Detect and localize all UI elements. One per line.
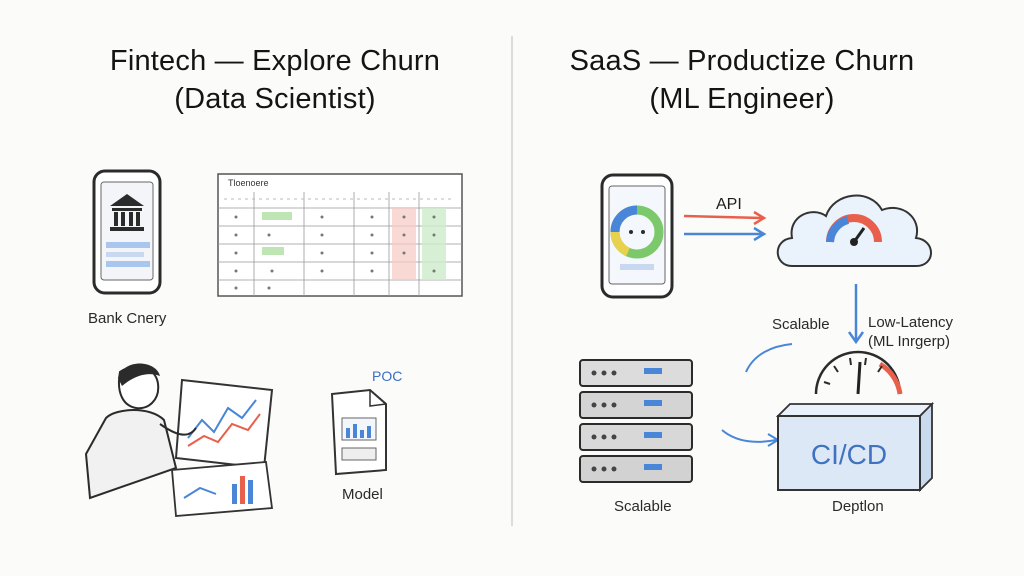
bank-phone-icon <box>92 169 162 295</box>
latency-line1: Low-Latency <box>868 314 954 331</box>
cloud-service-icon <box>776 194 932 267</box>
churn-data-table: Tloenoere <box>217 173 463 297</box>
latency-label: Low-Latency (ML Inrgerp) <box>868 313 953 351</box>
latency-gauge-icon <box>814 350 903 395</box>
app-phone-icon <box>600 173 674 299</box>
api-label: API <box>716 196 742 213</box>
scalable-curve-arrow <box>745 343 793 373</box>
model-document-icon <box>330 388 387 476</box>
table-title: Tloenoere <box>228 178 269 188</box>
cicd-label: CI/CD <box>811 439 887 470</box>
right-title: SaaS — Productize Churn (ML Engineer) <box>522 42 962 118</box>
api-arrows <box>683 210 767 242</box>
scalable-bottom-label: Scalable <box>614 498 672 515</box>
scalable-top-label: Scalable <box>772 316 830 333</box>
deployment-label: Deptlon <box>832 498 884 515</box>
deploy-down-arrow <box>847 284 865 345</box>
left-title-line2: (Data Scientist) <box>174 83 376 115</box>
right-title-line1: SaaS — Productize Churn <box>569 45 915 77</box>
panel-divider <box>511 36 513 526</box>
right-title-line2: (ML Engineer) <box>649 83 835 115</box>
poc-label: POC <box>372 368 403 384</box>
cicd-pipeline-box: CI/CD <box>775 401 935 493</box>
server-stack-icon <box>579 359 693 483</box>
model-label: Model <box>342 486 383 503</box>
left-title-line1: Fintech — Explore Churn <box>109 45 441 77</box>
left-title: Fintech — Explore Churn (Data Scientist) <box>40 42 510 118</box>
latency-line2: (ML Inrgerp) <box>868 333 950 350</box>
data-scientist-illustration <box>84 363 274 517</box>
bank-label: Bank Cnery <box>88 310 167 327</box>
